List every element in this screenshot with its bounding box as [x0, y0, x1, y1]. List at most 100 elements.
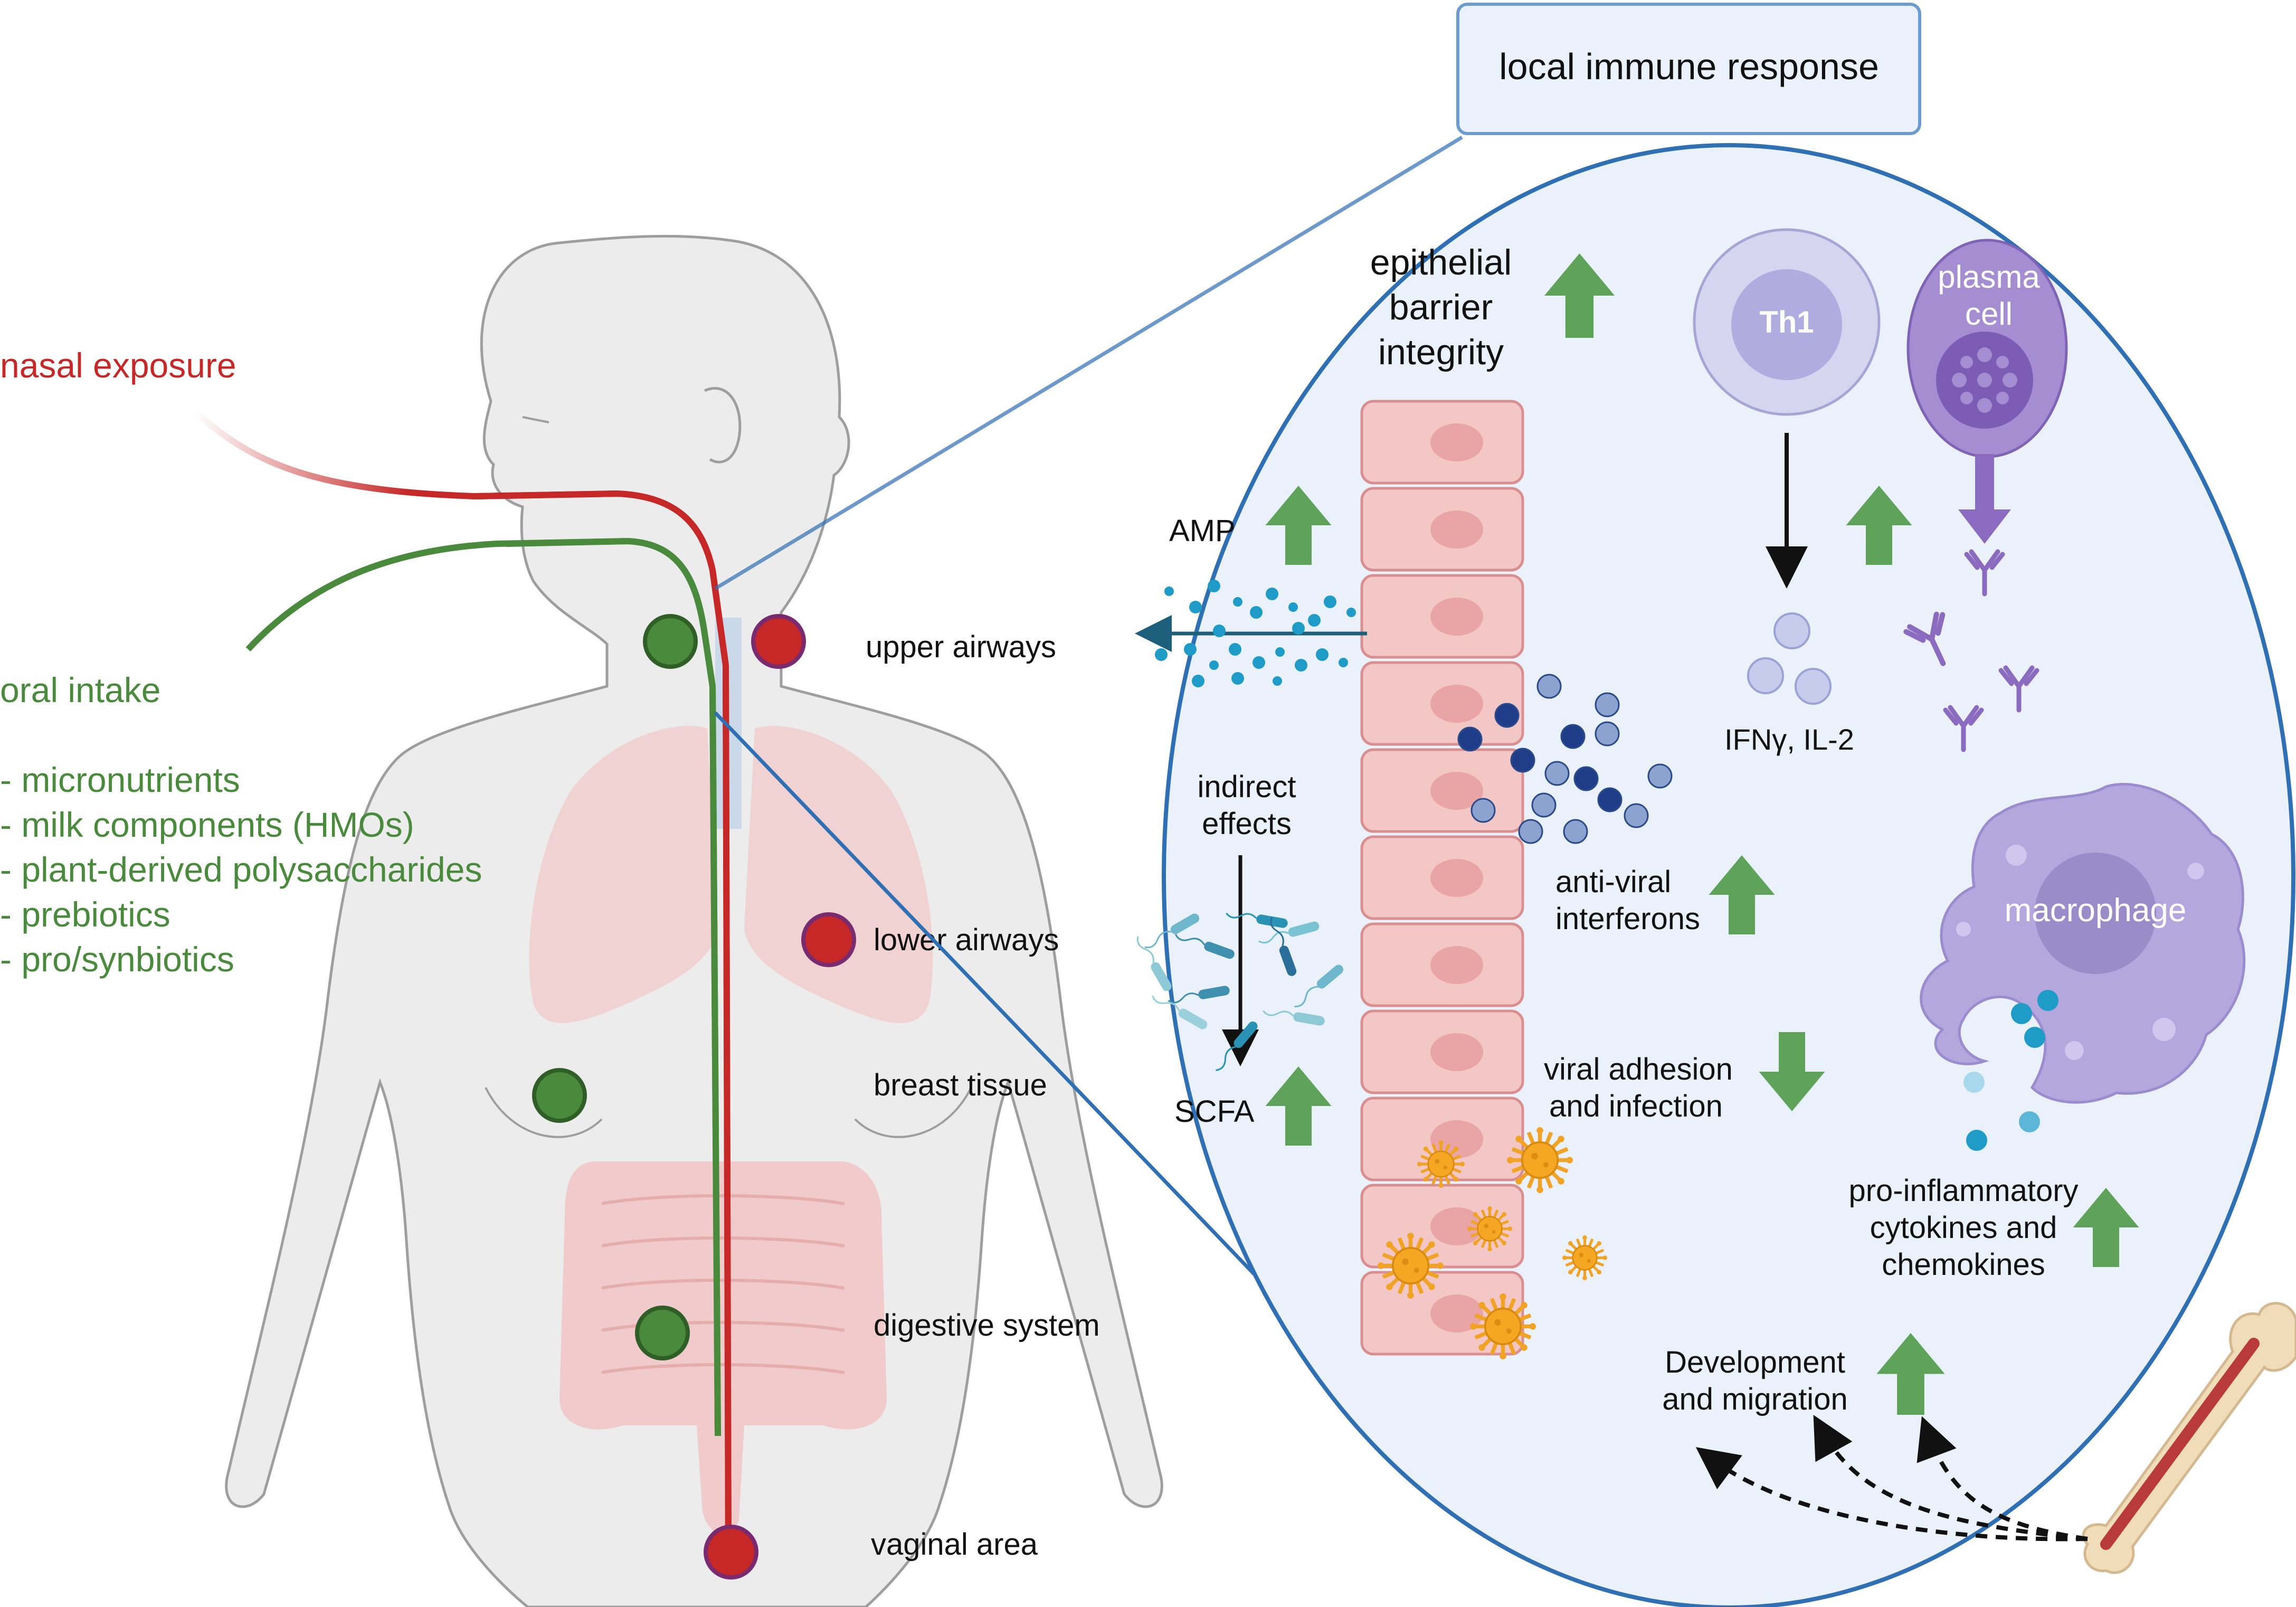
amp-particle [1324, 595, 1336, 608]
cytokines-line-1: pro-inflammatory [1848, 1174, 2078, 1208]
site-label-breast-tissue: breast tissue [874, 1068, 1047, 1102]
th1-cell: Th1 [1693, 228, 1881, 416]
marker-breast-tissue [532, 1068, 587, 1123]
interferons-line-1: anti-viral [1555, 865, 1671, 899]
amp-particle [1208, 580, 1220, 592]
oral-item-synbiotics: - pro/synbiotics [0, 940, 234, 979]
plasma-cell-line-2: cell [1965, 296, 2013, 332]
epithelial-cell [1360, 1009, 1524, 1094]
virus-icon [1507, 1127, 1573, 1193]
th1-label: Th1 [1759, 305, 1814, 339]
site-label-lower-airways: lower airways [874, 923, 1059, 957]
epithelial-cell [1360, 748, 1524, 833]
amp-particle [1288, 602, 1298, 612]
interferon-particle [1597, 787, 1623, 812]
amp-particle [1308, 614, 1321, 627]
epithelial-cell-column [1360, 400, 1524, 1356]
interferon-particle [1595, 692, 1620, 717]
virus-icon [1470, 1293, 1536, 1359]
bone-marrow-icon [2082, 1302, 2296, 1574]
interferon-particles [1457, 674, 1673, 844]
epithelial-cell [1360, 400, 1524, 485]
interferon-particle [1595, 721, 1620, 746]
interferon-particle [1624, 803, 1649, 828]
interferon-particle [1510, 748, 1535, 773]
macrophage-cell: macrophage [1920, 783, 2246, 1104]
title-box-text: local immune response [1499, 46, 1879, 87]
oral-route-line-body [506, 537, 721, 1436]
marker-vaginal-area [704, 1525, 758, 1580]
interferon-particle [1457, 726, 1483, 752]
nasal-exposure-label: nasal exposure [0, 346, 236, 385]
interferon-particle [1518, 819, 1543, 844]
epithelial-cell [1360, 835, 1524, 920]
amp-particle [1275, 647, 1285, 657]
amp-particle [1189, 601, 1202, 613]
macrophage-label: macrophage [2005, 892, 2187, 929]
amp-particle [1233, 597, 1242, 607]
oral-intake-list: - micronutrients - milk components (HMOs… [0, 760, 482, 979]
bacterium-icon [1263, 1010, 1325, 1026]
marker-upper-airways-green [643, 614, 698, 669]
indirect-effects-line-1: indirect [1198, 770, 1296, 804]
amp-particle [1229, 643, 1241, 656]
right-lung [744, 726, 933, 1023]
oral-item-prebiotics: - prebiotics [0, 895, 170, 934]
human-body-illustration [225, 234, 1163, 1607]
amp-particle [1155, 648, 1168, 661]
virus-icon [1417, 1140, 1465, 1188]
bacterium-icon [1174, 934, 1235, 959]
amp-particle [1273, 676, 1282, 686]
ifn-il2-label: IFNγ, IL-2 [1724, 723, 1854, 756]
bacterium-icon [1258, 921, 1320, 944]
bacterium-icon [1216, 1021, 1258, 1071]
site-label-vaginal-area: vaginal area [871, 1527, 1038, 1562]
viral-adhesion-line-1: viral adhesion [1544, 1052, 1733, 1086]
marker-upper-airways-red [751, 614, 806, 669]
interferon-particle [1470, 798, 1496, 823]
cytokine-particles-ifn [1747, 612, 1832, 705]
epithelial-cell [1360, 487, 1524, 572]
marker-digestive-system [635, 1306, 690, 1360]
cytokines-line-3: chemokines [1882, 1247, 2045, 1282]
indirect-effects-line-2: effects [1202, 807, 1292, 841]
amp-particles [1155, 580, 1356, 687]
marker-lower-airways [801, 912, 856, 967]
interferon-particle [1544, 761, 1570, 786]
bacterium-icon [1144, 913, 1200, 949]
amp-particle [1231, 672, 1244, 685]
amp-particle [1184, 643, 1197, 656]
amp-particle [1346, 608, 1356, 617]
interferon-particle [1536, 674, 1562, 699]
migration-arrows [1695, 1415, 2088, 1542]
epithelial-label-line-3: integrity [1378, 332, 1504, 372]
interferon-particle [1563, 819, 1588, 844]
plasma-cell-arrow [1958, 454, 2011, 544]
title-box [1456, 3, 1921, 135]
amp-particle [1192, 675, 1204, 687]
amp-particle [1339, 658, 1348, 667]
site-label-upper-airways: upper airways [866, 630, 1056, 664]
epithelial-label-line-2: barrier [1389, 287, 1493, 327]
oral-item-micronutrients: - micronutrients [0, 760, 240, 799]
plasma-cell: plasma cell [1906, 239, 2068, 458]
interferon-particle [1573, 766, 1599, 791]
development-line-1: Development [1665, 1345, 1845, 1379]
site-label-digestive-system: digestive system [874, 1308, 1100, 1343]
epithelial-label-line-1: epithelial [1370, 242, 1512, 282]
amp-particle [1250, 606, 1263, 619]
virus-icon [1467, 1206, 1512, 1251]
oral-item-polysaccharides: - plant-derived polysaccharides [0, 850, 482, 889]
interferon-particle [1531, 792, 1557, 818]
amp-label: AMP [1169, 514, 1236, 548]
cytokines-line-2: cytokines and [1870, 1211, 2057, 1245]
amp-particle [1209, 660, 1219, 670]
bacterium-icon [1152, 995, 1208, 1029]
interferon-particle [1494, 703, 1520, 728]
cytokine-particles [1963, 990, 2058, 1151]
amp-particle [1316, 648, 1329, 661]
interferon-particle [1647, 763, 1673, 789]
nasal-route-line-body [475, 490, 732, 1558]
zoom-line-bottom [714, 711, 1289, 1311]
